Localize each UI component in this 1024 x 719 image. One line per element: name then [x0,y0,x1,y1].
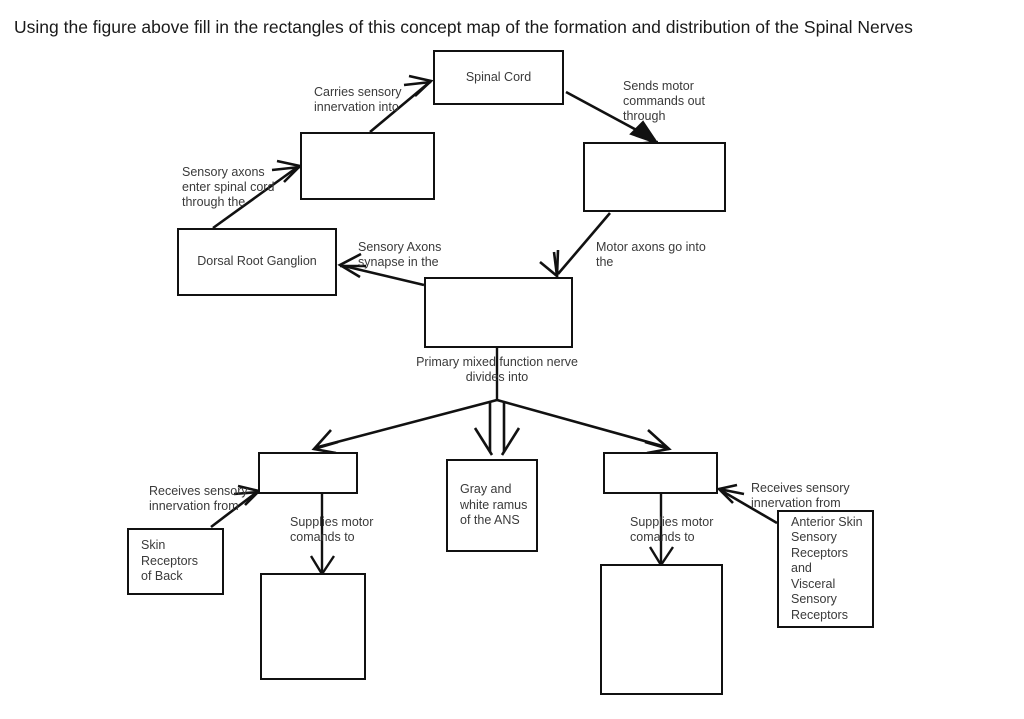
node-skin-receptors-of-back[interactable]: Skin Receptors of Back [127,528,224,595]
node-gray-white-ramus[interactable]: Gray and white ramus of the ANS [446,459,538,552]
node-spinal-cord-label: Spinal Cord [465,69,532,84]
node-dorsal-root-ganglion[interactable]: Dorsal Root Ganglion [177,228,337,296]
node-dorsal-root[interactable] [300,132,435,200]
edge-label-receives-sensory-innervation-from-right: Receives sensory innervation from [751,481,850,510]
node-dorsal-root-ganglion-label: Dorsal Root Ganglion [197,254,317,269]
node-skin-receptors-of-back-label: Skin Receptors of Back [141,538,198,584]
node-gray-white-ramus-label: Gray and white ramus of the ANS [460,482,528,528]
arrow-fork-left-to-dorsal-ramus [311,398,498,455]
page-title: Using the figure above fill in the recta… [14,17,913,37]
arrow-fork-middle-to-gray-white-ramus [473,402,521,456]
arrow-fork-right-to-ventral-ramus [496,398,672,455]
node-ventral-root[interactable] [583,142,726,212]
node-ventral-ramus[interactable] [603,452,718,494]
edge-label-supplies-motor-comands-to-left: Supplies motor comands to [290,515,374,544]
node-anterior-skin-receptors[interactable]: Anterior Skin Sensory Receptors and Visc… [777,510,874,628]
node-spinal-nerve[interactable] [424,277,573,348]
node-deep-back-muscles[interactable] [260,573,366,680]
edge-label-supplies-motor-comands-to-right: Supplies motor comands to [630,515,714,544]
node-spinal-cord[interactable]: Spinal Cord [433,50,564,105]
node-anterior-muscles[interactable] [600,564,723,695]
edge-label-sensory-axons-synapse-in-the: Sensory Axons synapse in the [358,240,442,269]
node-anterior-skin-receptors-label: Anterior Skin Sensory Receptors and Visc… [791,514,863,622]
edge-label-sends-motor-commands-out-through: Sends motor commands out through [623,79,705,123]
edge-label-motor-axons-go-into-the: Motor axons go into the [596,240,706,269]
edge-label-primary-mixed-function-nerve: Primary mixed function nerve divides int… [416,355,578,384]
edge-label-receives-sensory-innervation-from-left: Receives sensory innervation from [149,484,248,513]
node-dorsal-ramus[interactable] [258,452,358,494]
edge-label-carries-sensory-innervation-into: Carries sensory innervation into [314,85,402,114]
edge-label-sensory-axons-enter-spinal-cord: Sensory axons enter spinal cord through … [182,165,275,209]
